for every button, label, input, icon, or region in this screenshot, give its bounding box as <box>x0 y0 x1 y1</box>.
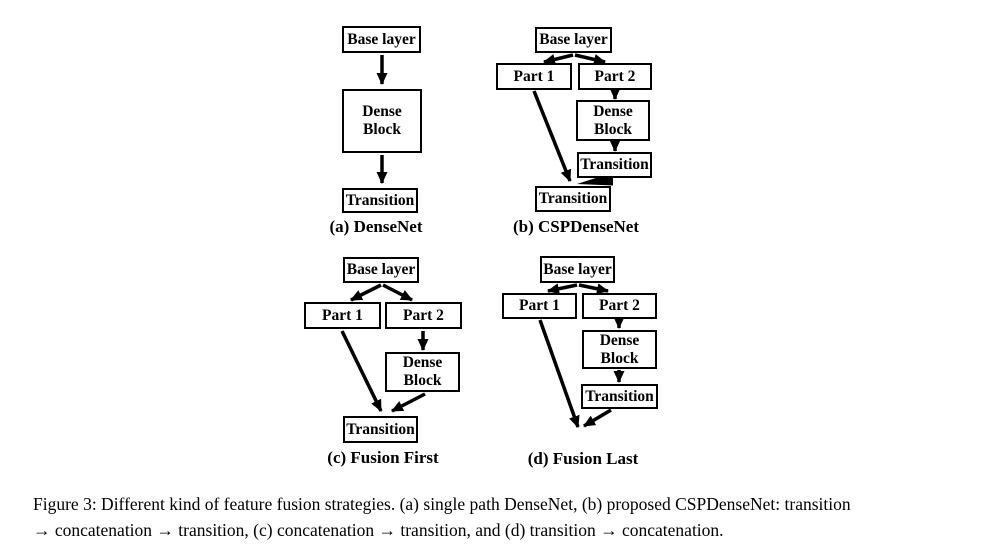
node-label: Base layer <box>346 261 416 278</box>
node-d-part2: Part 2 <box>582 293 657 319</box>
arrow-d-base-to-part2 <box>578 283 609 295</box>
arrow-d-transition-to-concatenation <box>583 408 612 428</box>
node-c-base-layer: Base layer <box>343 257 419 283</box>
node-label: Part 2 <box>403 306 444 324</box>
node-b-transition-2: Transition <box>535 186 611 212</box>
node-label: Block <box>600 349 639 367</box>
node-c-dense-block: Dense Block <box>385 352 460 392</box>
node-c-part2: Part 2 <box>385 302 462 329</box>
node-label: Part 1 <box>513 67 555 85</box>
node-label: Part 1 <box>322 306 363 324</box>
arrow-b-base-to-part2 <box>574 53 606 65</box>
node-label: Block <box>594 120 632 138</box>
arrow-c-base-to-part2 <box>382 283 413 302</box>
arrow-c-base-to-part1 <box>350 283 382 302</box>
node-label: Part 1 <box>519 297 560 314</box>
node-label: Transition <box>345 191 415 209</box>
arrow-b-base-to-part1 <box>543 53 574 65</box>
node-label: Base layer <box>539 31 608 48</box>
node-a-base-layer: Base layer <box>342 26 421 53</box>
node-a-transition: Transition <box>342 188 418 213</box>
node-a-dense-block: Dense Block <box>342 89 422 153</box>
panel-caption-b: (b) CSPDenseNet <box>512 217 640 236</box>
node-b-part2: Part 2 <box>578 63 652 90</box>
figure-caption-line-2: → concatenation → transition, (c) concat… <box>33 519 724 540</box>
node-b-transition-1: Transition <box>577 152 652 178</box>
node-label: Block <box>363 121 401 138</box>
node-label: Base layer <box>543 260 612 278</box>
node-c-transition: Transition <box>343 416 418 443</box>
node-label: Part 2 <box>594 67 636 85</box>
panel-caption-c: (c) Fusion First <box>327 448 439 467</box>
arrow-d-part1-to-concatenation <box>538 319 580 428</box>
node-label: Block <box>403 372 442 389</box>
node-label: Part 2 <box>599 297 640 314</box>
arrow-d-base-to-part1 <box>547 283 578 295</box>
node-label: Base layer <box>347 30 416 48</box>
node-label: Transition <box>346 420 415 438</box>
node-d-part1: Part 1 <box>502 293 577 319</box>
figure-caption-line-1: Figure 3: Different kind of feature fusi… <box>33 494 851 514</box>
panel-caption-a: (a) DenseNet <box>329 217 423 236</box>
node-label: Dense <box>362 103 402 120</box>
node-label: Transition <box>580 156 649 173</box>
node-label: Dense <box>402 354 443 371</box>
node-b-part1: Part 1 <box>496 63 572 90</box>
node-d-base-layer: Base layer <box>540 256 615 283</box>
node-b-dense-block: Dense Block <box>576 100 650 141</box>
node-d-transition: Transition <box>581 384 658 409</box>
arrow-c-denseblock-to-transition <box>391 392 426 413</box>
node-label: Transition <box>538 190 608 207</box>
node-c-part1: Part 1 <box>304 302 381 329</box>
panel-caption-d: (d) Fusion Last <box>527 449 639 468</box>
node-d-dense-block: Dense Block <box>582 330 657 369</box>
node-b-base-layer: Base layer <box>535 27 612 53</box>
node-label: Transition <box>585 387 654 405</box>
figure-caption: Figure 3: Different kind of feature fusi… <box>33 492 973 543</box>
arrow-b-part1-to-transition2 <box>532 90 572 182</box>
arrow-c-part1-to-transition <box>340 330 383 412</box>
node-label: Dense <box>593 102 633 120</box>
node-label: Dense <box>599 331 640 349</box>
